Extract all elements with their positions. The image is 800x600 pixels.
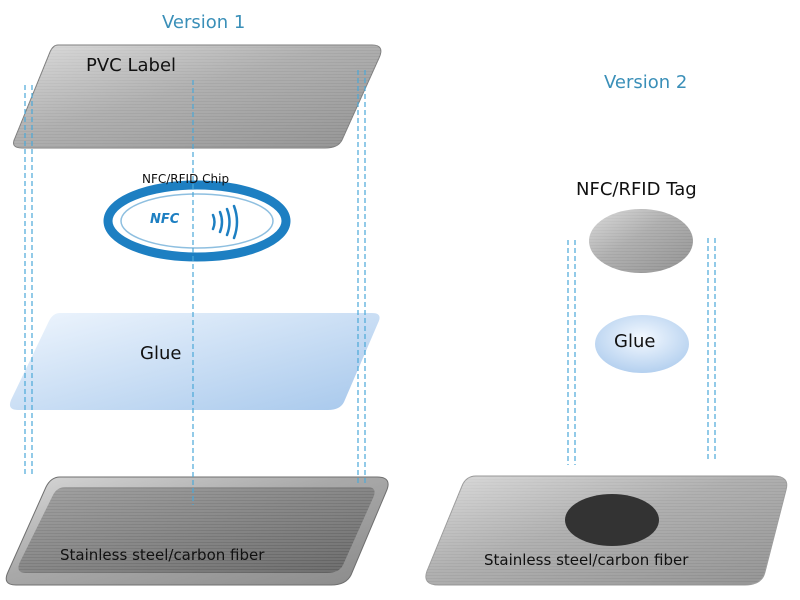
version-2-title: Version 2	[604, 72, 688, 93]
glue-oval	[595, 315, 689, 373]
base-text-v2: Stainless steel/carbon fiber	[484, 551, 689, 569]
nfc-tag-text: NFC/RFID Tag	[576, 179, 697, 200]
nfc-chip-text: NFC/RFID Chip	[142, 172, 230, 186]
base-layer-v1	[5, 476, 389, 586]
embedded-chip-dot	[565, 494, 659, 546]
nfc-logo-text: NFC	[150, 212, 180, 227]
nfc-tag-oval	[589, 209, 693, 273]
nfc-chip-icon	[103, 180, 291, 262]
guide-lines-v1	[24, 70, 366, 505]
glue-layer	[9, 313, 380, 410]
base-text-v1: Stainless steel/carbon fiber	[60, 546, 265, 564]
guide-lines-v2	[567, 238, 716, 465]
pvc-label-text: PVC Label	[86, 55, 177, 76]
nfc-waves-icon	[211, 204, 239, 240]
glue-text-v2: Glue	[614, 331, 656, 352]
glue-text-v1: Glue	[140, 343, 182, 364]
pvc-label-layer	[13, 44, 382, 149]
version-1-title: Version 1	[162, 12, 246, 33]
